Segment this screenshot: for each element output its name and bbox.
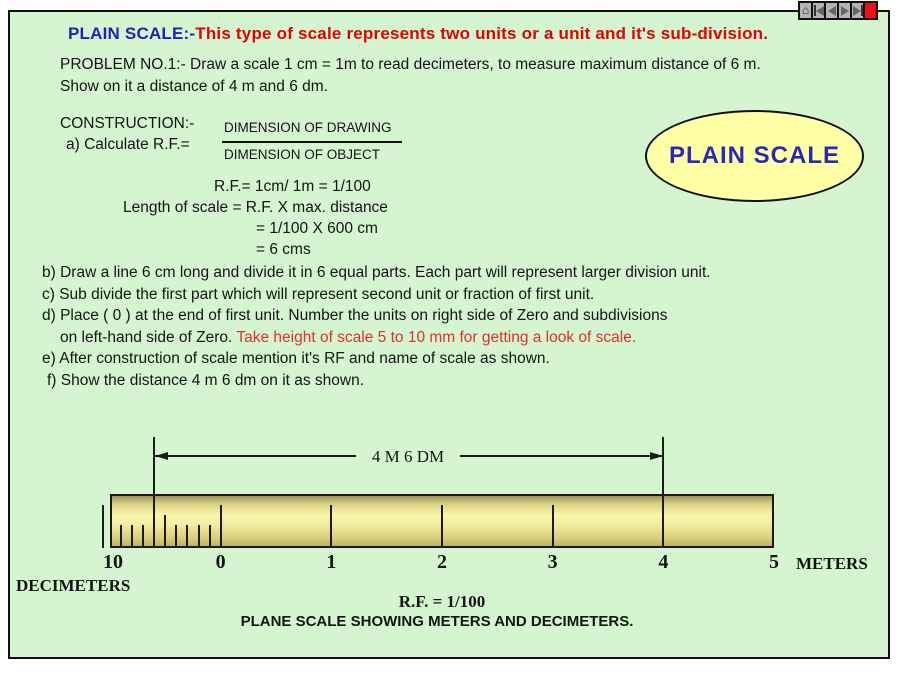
ruler-tick — [197, 525, 200, 546]
step-d-line-2: on left-hand side of Zero. Take height o… — [60, 329, 636, 347]
step-d-line-1: d) Place ( 0 ) at the end of first unit.… — [42, 307, 668, 324]
ruler-tick — [120, 525, 123, 546]
step-c: c) Sub divide the first part which will … — [42, 286, 595, 303]
badge-label: PLAIN SCALE — [668, 142, 840, 169]
step-f: f) Show the distance 4 m 6 dm on it as s… — [47, 372, 365, 389]
ruler-tick — [142, 525, 145, 546]
fraction-numerator: DIMENSION OF DRAWING — [224, 120, 392, 135]
decimeters-unit-label: DECIMETERS — [16, 576, 131, 595]
ruler-tick — [441, 505, 443, 546]
title-definition: This type of scale represents two units … — [195, 24, 769, 43]
ruler-number-label: 5 — [769, 551, 779, 573]
dimension-extension-right — [662, 437, 664, 548]
step-d-black: on left-hand side of Zero. — [60, 329, 237, 346]
plain-scale-badge: PLAIN SCALE — [645, 110, 864, 202]
ruler-number-label: 3 — [547, 551, 558, 573]
slide-nav: ⌂ — [798, 1, 878, 21]
ruler-number-label: 2 — [437, 551, 447, 573]
end-show-button[interactable] — [863, 1, 878, 20]
next-slide-icon — [840, 5, 849, 16]
dimension-label: 4 M 6 DM — [355, 447, 461, 467]
step-e: e) After construction of scale mention i… — [42, 350, 550, 367]
page-title: PLAIN SCALE:-This type of scale represen… — [68, 24, 768, 44]
ruler-number-label: 0 — [215, 551, 226, 573]
figure-caption: PLANE SCALE SHOWING METERS AND DECIMETER… — [240, 613, 634, 630]
step-d-red-note: Take height of scale 5 to 10 mm for gett… — [236, 329, 637, 346]
fraction-bar — [222, 141, 402, 143]
rf-line: R.F.= 1cm/ 1m = 1/100 — [214, 178, 371, 195]
construction-heading: CONSTRUCTION:- — [60, 115, 195, 132]
problem-line-2: Show on it a distance of 4 m and 6 dm. — [60, 78, 328, 95]
ruler-tick — [102, 505, 104, 548]
ruler-number-label: 1 — [326, 551, 337, 573]
last-slide-icon — [852, 5, 861, 16]
ruler-number-label: 10 — [103, 551, 123, 573]
ruler-tick — [153, 525, 156, 546]
ruler-tick — [219, 505, 222, 546]
rf-value-label: R.F. = 1/100 — [398, 592, 486, 611]
ruler-tick — [330, 505, 333, 546]
dimension-arrow-right-icon — [650, 452, 663, 460]
step-a: a) Calculate R.F.= — [66, 136, 190, 153]
step-b: b) Draw a line 6 cm long and divide it i… — [42, 264, 711, 281]
ruler-number-label: 4 — [658, 551, 669, 573]
length-line-1: Length of scale = R.F. X max. distance — [123, 199, 388, 216]
ruler-tick — [208, 525, 211, 546]
problem-line-1: PROBLEM NO.1:- Draw a scale 1 cm = 1m to… — [60, 56, 761, 73]
first-slide-icon — [813, 5, 816, 16]
title-term: PLAIN SCALE:- — [68, 24, 196, 43]
meters-unit-label: METERS — [796, 554, 868, 573]
previous-slide-icon — [827, 5, 836, 16]
length-line-3: = 6 cms — [256, 241, 311, 258]
ruler-tick — [131, 525, 134, 546]
ruler-tick — [175, 525, 178, 546]
ruler-tick — [164, 515, 167, 546]
ruler-tick — [551, 505, 554, 546]
dimension-arrow-left-icon — [155, 452, 168, 460]
fraction-denominator: DIMENSION OF OBJECT — [224, 147, 381, 162]
length-line-2: = 1/100 X 600 cm — [256, 220, 378, 237]
dimension-extension-left — [153, 437, 155, 535]
ruler-tick — [186, 525, 189, 546]
home-icon: ⌂ — [801, 3, 810, 17]
